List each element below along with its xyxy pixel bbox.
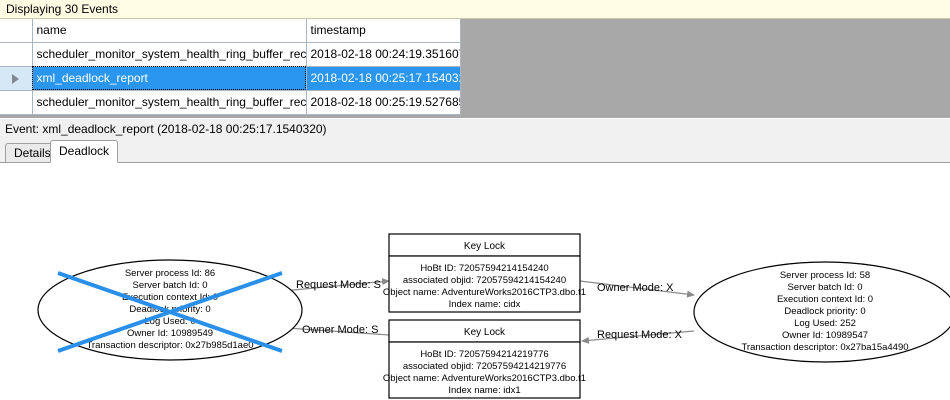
events-grid[interactable]: name timestamp scheduler_monitor_system_… [0,19,461,115]
events-banner: Displaying 30 Events [0,0,950,19]
events-grid-container[interactable]: name timestamp scheduler_monitor_system_… [0,19,950,118]
lock-bottom-line-4: Index name: idx1 [448,385,520,396]
deadlock-graph: Request Mode: S Owner Mode: S Owner Mode… [37,233,950,399]
table-row[interactable]: scheduler_monitor_system_health_ring_buf… [0,42,461,67]
column-header-timestamp[interactable]: timestamp [306,19,461,43]
edge-label-left-request: Request Mode: S [296,279,381,291]
column-header-selector[interactable] [0,19,33,43]
edge-label-right-owner: Owner Mode: X [597,282,674,294]
lock-bottom-line-1: HoBt ID: 72057594214219776 [420,349,548,360]
event-caption: Event: xml_deadlock_report (2018-02-18 0… [0,118,950,140]
process-left-line-4: Deadlock priority: 0 [129,304,210,315]
tab-deadlock[interactable]: Deadlock [50,140,119,163]
lock-top-line-4: Index name: cidx [449,299,521,310]
column-header-name[interactable]: name [32,19,307,43]
cell-timestamp[interactable]: 2018-02-18 00:25:17.1540320 [306,66,461,91]
deadlock-graph-pane[interactable]: Request Mode: S Owner Mode: S Owner Mode… [0,162,950,400]
process-left-line-5: Log Used: 0 [144,316,195,327]
edge-right-owner: Owner Mode: X [579,280,695,298]
lock-top-title: Key Lock [464,241,506,252]
edge-right-request: Request Mode: X [581,329,695,344]
table-row-selected[interactable]: xml_deadlock_report 2018-02-18 00:25:17.… [0,66,461,91]
lock-top-line-2: associated objid: 72057594214154240 [403,275,566,286]
process-right-line-6: Owner Id: 10989547 [782,330,868,341]
deadlock-victim-cross-icon [57,271,283,353]
cell-name[interactable]: scheduler_monitor_system_health_ring_buf… [32,90,307,115]
process-left-line-6: Owner Id: 10989549 [127,328,213,339]
lock-top-line-1: HoBt ID: 72057594214154240 [420,263,548,274]
grid-header-row: name timestamp [0,19,461,43]
cell-name[interactable]: scheduler_monitor_system_health_ring_buf… [32,42,307,67]
row-selector-cell[interactable] [0,66,33,91]
process-right-line-4: Deadlock priority: 0 [784,306,865,317]
resource-node-top-key-lock[interactable]: Key Lock HoBt ID: 72057594214154240 asso… [383,233,586,313]
edge-label-left-owner: Owner Mode: S [302,324,378,336]
process-right-line-3: Execution context Id: 0 [777,294,873,305]
process-left-line-3: Execution context Id: 0 [122,292,218,303]
process-left-line-7: Transaction descriptor: 0x27b985d1ae0 [86,340,253,351]
process-left-line-2: Server batch Id: 0 [133,280,208,291]
lock-top-line-3: Object name: AdventureWorks2016CTP3.dbo.… [383,287,586,298]
cell-timestamp[interactable]: 2018-02-18 00:24:19.3516078 [306,42,461,67]
lock-bottom-line-2: associated objid: 72057594214219776 [403,361,566,372]
process-node-right[interactable]: Server process Id: 58 Server batch Id: 0… [693,261,950,363]
lock-bottom-title: Key Lock [464,327,506,338]
lock-bottom-line-3: Object name: AdventureWorks2016CTP3.dbo.… [383,373,586,384]
process-left-line-1: Server process Id: 86 [125,268,215,279]
process-right-line-7: Transaction descriptor: 0x27ba15a4490 [741,342,908,353]
resource-node-bottom-key-lock[interactable]: Key Lock HoBt ID: 72057594214219776 asso… [383,319,586,399]
process-node-left[interactable]: Server process Id: 86 Server batch Id: 0… [37,259,303,361]
cell-timestamp[interactable]: 2018-02-18 00:25:19.5276859 [306,90,461,115]
table-row[interactable]: scheduler_monitor_system_health_ring_buf… [0,90,461,115]
row-selector-cell[interactable] [0,90,33,115]
tab-strip: Details Deadlock [0,140,950,163]
process-right-line-5: Log Used: 252 [794,318,856,329]
cell-name[interactable]: xml_deadlock_report [32,66,307,91]
process-right-line-2: Server batch Id: 0 [788,282,863,293]
row-selector-arrow-icon [12,73,20,84]
edge-label-right-request: Request Mode: X [597,329,683,341]
process-right-line-1: Server process Id: 58 [780,270,870,281]
row-selector-cell[interactable] [0,42,33,67]
